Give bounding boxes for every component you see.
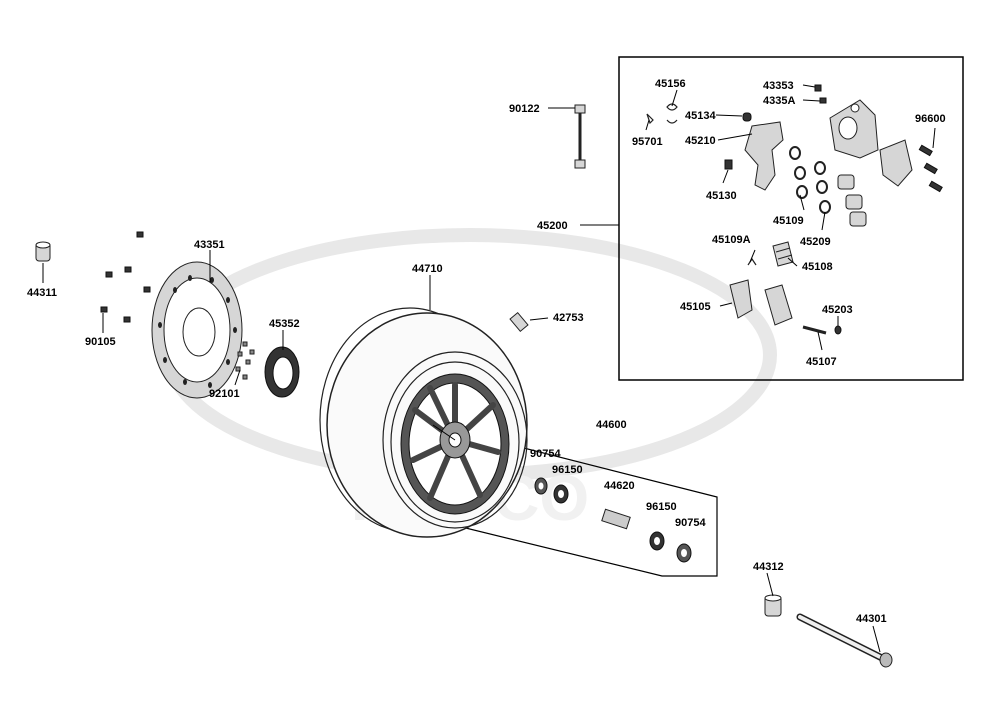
label-45156: 45156: [655, 78, 686, 90]
small-parts-caliper: [724, 84, 827, 170]
label-45130: 45130: [706, 190, 737, 202]
label-44620: 44620: [604, 480, 635, 492]
label-45108: 45108: [802, 261, 833, 273]
seal-right: [676, 543, 692, 563]
pistons: [837, 174, 867, 227]
pin-95701: [646, 113, 654, 125]
label-45109A: 45109A: [712, 234, 751, 246]
seal-left: [534, 477, 548, 495]
valve: [509, 311, 529, 333]
label-92101: 92101: [209, 388, 240, 400]
axle: [796, 613, 893, 668]
label-43351: 43351: [194, 239, 225, 251]
label-44600: 44600: [596, 419, 627, 431]
spacer-left: [35, 241, 51, 262]
label-96600: 96600: [915, 113, 946, 125]
label-42753: 42753: [553, 312, 584, 324]
label-90105: 90105: [85, 336, 116, 348]
clip-45156: [666, 103, 678, 124]
spring-45108: [772, 241, 794, 267]
label-45105: 45105: [680, 301, 711, 313]
label-45203: 45203: [822, 304, 853, 316]
label-45209: 45209: [800, 236, 831, 248]
sensor-ring: [264, 346, 300, 398]
spacer-right: [764, 594, 782, 617]
bearing-right: [649, 531, 665, 551]
label-4335A: 4335A: [763, 95, 795, 107]
disc-bolts: [100, 231, 151, 323]
label-96150-right: 96150: [646, 501, 677, 513]
wheel-assembly: [319, 307, 528, 538]
label-45109: 45109: [773, 215, 804, 227]
caliper-group-box: [618, 56, 964, 381]
pin: [574, 104, 586, 169]
clip-45203: [834, 325, 842, 335]
label-45134: 45134: [685, 110, 716, 122]
caliper-bracket: [744, 121, 784, 191]
label-90754-left: 90754: [530, 448, 561, 460]
collar: [601, 508, 631, 530]
bolts-96600: [918, 144, 943, 193]
small-screws: [235, 341, 255, 380]
label-44710: 44710: [412, 263, 443, 275]
label-44301: 44301: [856, 613, 887, 625]
label-45200: 45200: [537, 220, 568, 232]
label-44311: 44311: [27, 287, 57, 299]
label-43353: 43353: [763, 80, 794, 92]
brake-pads: [729, 279, 793, 326]
label-45210: 45210: [685, 135, 716, 147]
piston-seals: [789, 146, 831, 214]
label-96150-left: 96150: [552, 464, 583, 476]
part-labels: 90122 44311 43351 90105 92101 45352 4471…: [27, 78, 946, 625]
caliper-housing: [879, 139, 913, 187]
clip-45109A: [747, 257, 757, 266]
bearing-left: [553, 484, 569, 504]
label-90122: 90122: [509, 103, 540, 115]
caliper-body: [829, 99, 879, 159]
pad-pin-45107: [802, 325, 827, 335]
label-95701: 95701: [632, 136, 663, 148]
label-45107: 45107: [806, 356, 837, 368]
label-90754-right: 90754: [675, 517, 706, 529]
leader-lines: [42, 84, 936, 653]
label-45352: 45352: [269, 318, 300, 330]
label-44312: 44312: [753, 561, 784, 573]
brake-disc: [151, 261, 243, 399]
